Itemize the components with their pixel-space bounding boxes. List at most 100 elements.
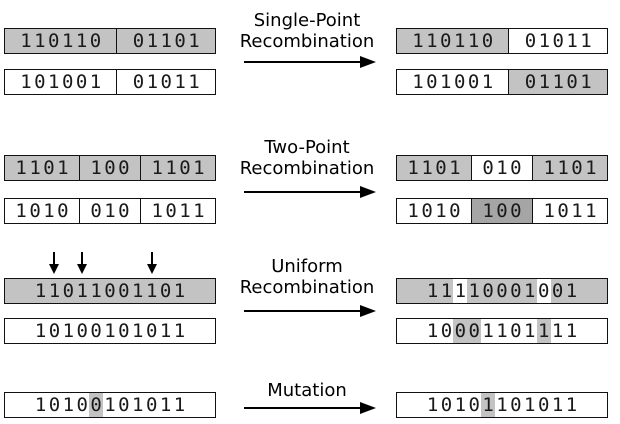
- bit: 1: [104, 200, 116, 222]
- bit: 0: [551, 280, 564, 302]
- bit: 1: [48, 71, 60, 93]
- label-line: Recombination: [239, 31, 375, 52]
- bit: 0: [90, 200, 102, 222]
- bit: 0: [426, 71, 438, 93]
- bit: 1: [90, 280, 102, 302]
- bit: 0: [104, 280, 116, 302]
- label-line: Recombination: [239, 158, 375, 179]
- bit: 1: [159, 320, 172, 342]
- label-two-point: Two-Point Recombination: [232, 137, 382, 179]
- bit: 1: [29, 157, 41, 179]
- bit: 0: [496, 280, 508, 302]
- bit: 1: [407, 157, 419, 179]
- bit: 1: [34, 320, 47, 342]
- bit: 0: [43, 157, 55, 179]
- uniform-pointers: [4, 252, 216, 276]
- bit: 0: [421, 200, 433, 222]
- bit: 0: [467, 319, 482, 343]
- bit: 0: [165, 200, 177, 222]
- bit: 1: [179, 200, 191, 222]
- bit: 1: [62, 320, 75, 342]
- bit: 1: [174, 71, 186, 93]
- arrow-right-icon: [244, 56, 376, 68]
- bit: 1: [482, 320, 494, 342]
- bit: 0: [118, 320, 130, 342]
- bit: 0: [453, 71, 466, 93]
- bit: 1: [151, 157, 163, 179]
- bit: 0: [440, 320, 453, 342]
- bit: 1: [453, 279, 468, 303]
- bit: 0: [174, 30, 186, 52]
- label-line: Uniform: [271, 256, 343, 277]
- bit: 1: [543, 200, 555, 222]
- bit: 1: [43, 200, 55, 222]
- bit: 1: [426, 320, 439, 342]
- bit: 1: [440, 280, 453, 302]
- bit: 0: [48, 394, 61, 416]
- bit: 1: [132, 394, 144, 416]
- bit: 1: [496, 320, 508, 342]
- bit: 1: [426, 394, 439, 416]
- label-mutation: Mutation: [232, 380, 382, 401]
- bit: 0: [440, 30, 452, 52]
- bit: 0: [482, 280, 494, 302]
- bit: 1: [496, 157, 508, 179]
- bit: 1: [20, 30, 32, 52]
- bit: 1: [20, 71, 32, 93]
- bit: 1: [538, 30, 551, 52]
- bit: 1: [104, 320, 116, 342]
- bit: 1: [524, 320, 536, 342]
- bit: 0: [552, 30, 564, 52]
- bit: 1: [15, 200, 27, 222]
- bit: 1: [412, 71, 424, 93]
- bit: 1: [565, 320, 578, 342]
- bit: 1: [61, 30, 74, 52]
- arrow-down-icon: [77, 252, 88, 274]
- arrow-right-icon: [244, 402, 376, 414]
- bit: 0: [34, 71, 46, 93]
- bit: 1: [160, 30, 172, 52]
- bit: 1: [440, 71, 452, 93]
- bit: 0: [566, 71, 578, 93]
- bit: 1: [557, 157, 569, 179]
- bit: 0: [510, 280, 522, 302]
- label-line: Recombination: [239, 277, 375, 298]
- arrow-down-icon: [49, 252, 60, 274]
- bit: 1: [551, 394, 564, 416]
- bit: 0: [453, 319, 468, 343]
- bit: 1: [57, 157, 69, 179]
- arrow-right-icon: [244, 186, 376, 198]
- bit: 0: [524, 30, 537, 52]
- bit: 1: [538, 71, 551, 93]
- bit: 0: [435, 157, 447, 179]
- bit: 0: [440, 394, 453, 416]
- bit: 1: [481, 71, 494, 93]
- bit: 0: [118, 157, 130, 179]
- bit: 1: [165, 157, 177, 179]
- bit: 0: [118, 200, 130, 222]
- bit: 0: [467, 71, 480, 93]
- bit: 1: [173, 320, 186, 342]
- bit: 1: [468, 280, 480, 302]
- bit: 1: [15, 157, 27, 179]
